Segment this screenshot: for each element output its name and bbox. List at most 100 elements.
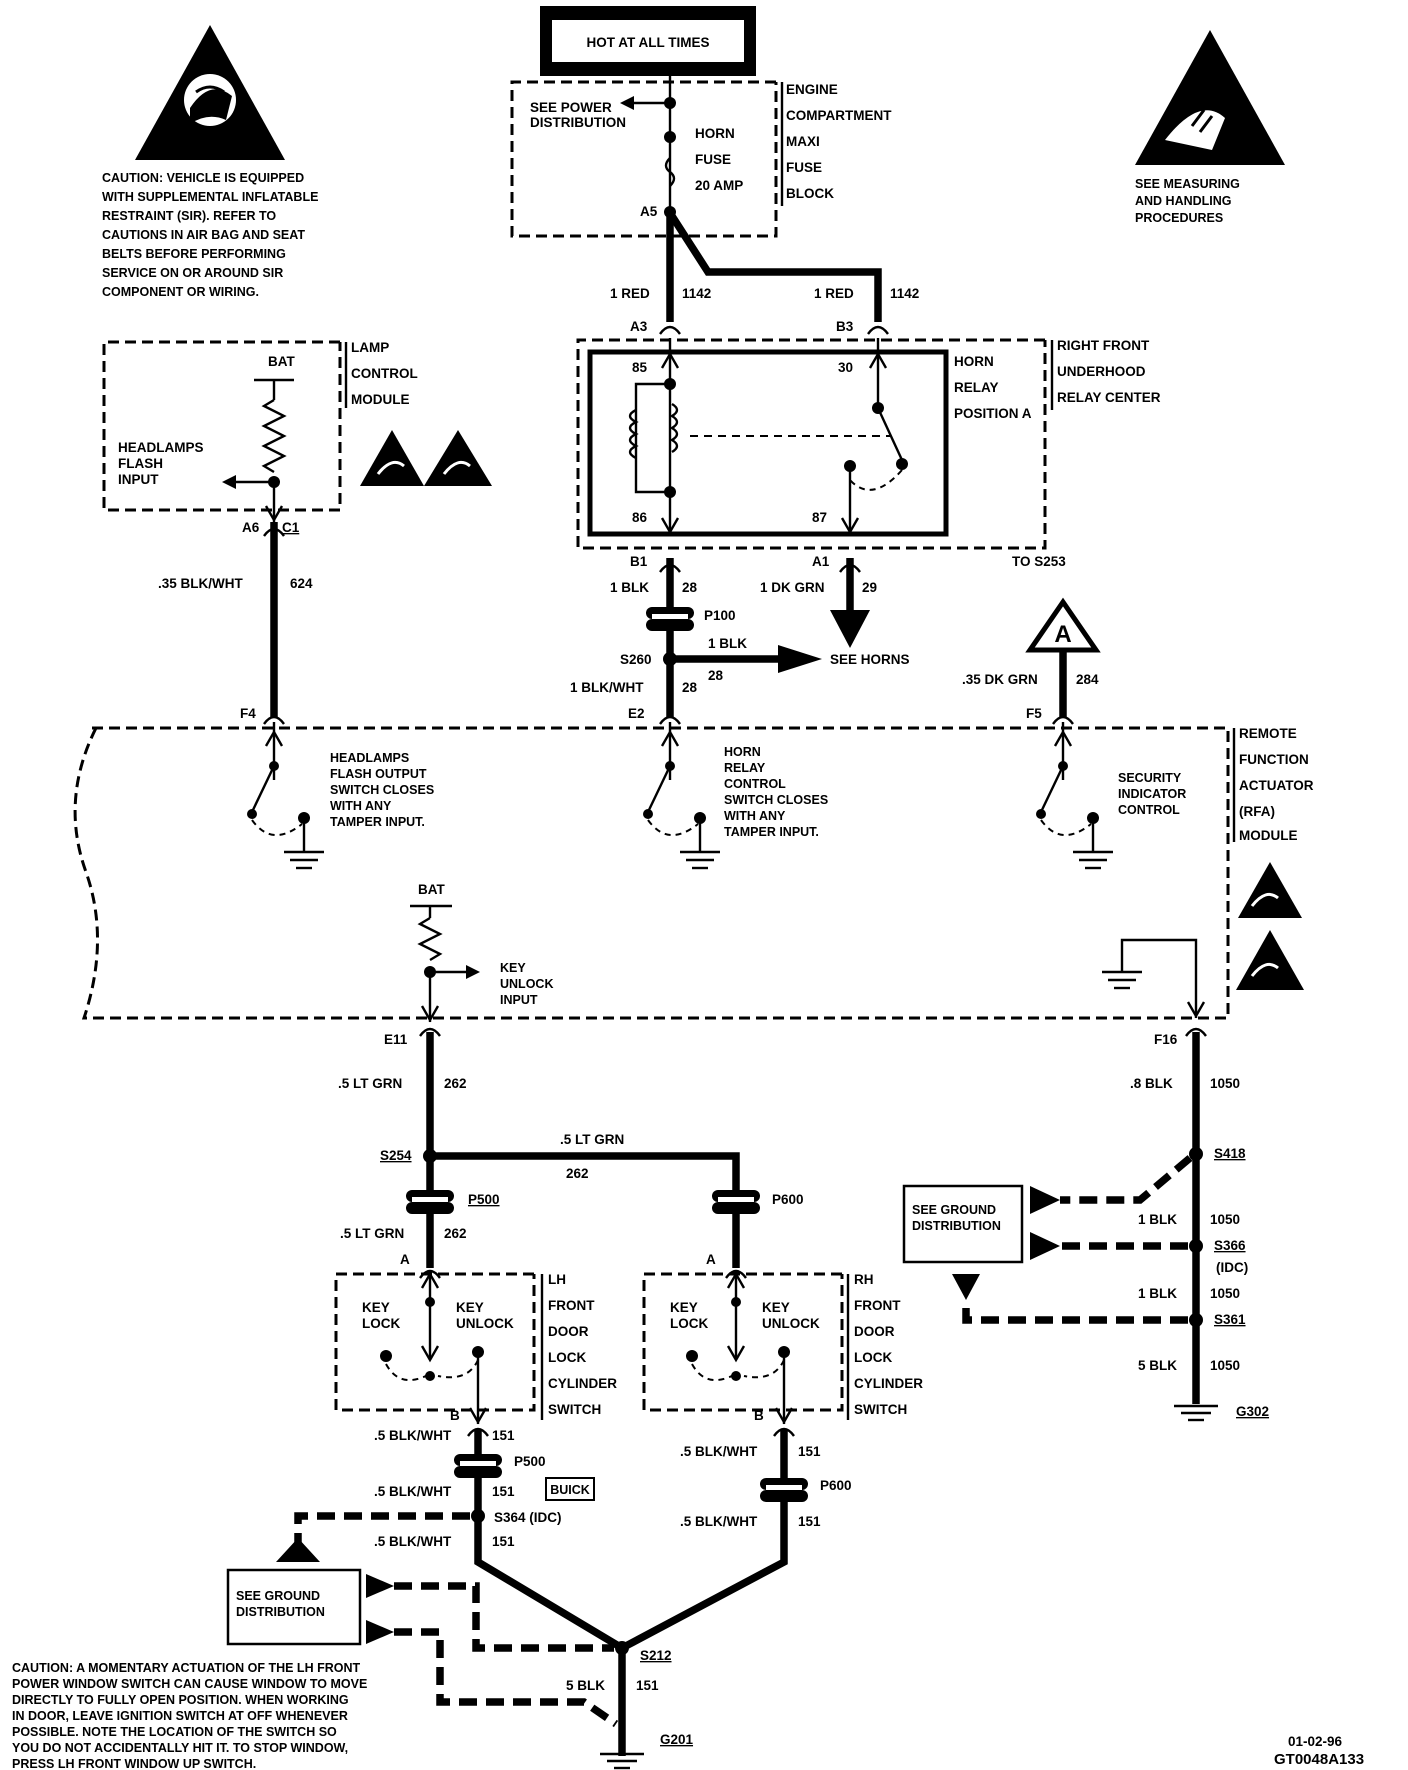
idc-label: (IDC) — [1216, 1260, 1248, 1275]
svg-text:RH: RH — [854, 1272, 874, 1287]
wire-262a-circuit: 262 — [444, 1076, 467, 1091]
esd-small-icon-2 — [424, 430, 492, 486]
wire-1050c-circuit: 1050 — [1210, 1286, 1240, 1301]
wire-624-circuit: 624 — [290, 576, 313, 591]
headlamp-flash-switch-label: HEADLAMPS FLASH OUTPUT SWITCH CLOSES WIT… — [330, 751, 438, 829]
see-ground-distribution-box-1 — [902, 1184, 1024, 1264]
wire-151f-circuit: 151 — [636, 1678, 659, 1693]
svg-text:DOOR: DOOR — [854, 1324, 895, 1339]
p500b-label: P500 — [514, 1454, 546, 1469]
ground-g201-symbol — [600, 1752, 644, 1770]
svg-text:MODULE: MODULE — [351, 392, 410, 407]
svg-text:MODULE: MODULE — [1239, 828, 1298, 843]
horn-relay-label: HORN RELAY POSITION A — [954, 354, 1032, 421]
see-horns-wire-color: 1 BLK — [708, 636, 747, 651]
headlamp-flash-switch — [247, 722, 324, 870]
see-horns-label: SEE HORNS — [830, 652, 910, 667]
p600a-label: P600 — [772, 1192, 804, 1207]
security-indicator-label: SECURITY INDICATOR CONTROL — [1118, 771, 1190, 817]
rh-door-lock-switch — [642, 1271, 844, 1425]
svg-text:LOCK: LOCK — [854, 1350, 892, 1365]
wire-1142-b3-circuit: 1142 — [890, 286, 919, 301]
ground-dist-arrow-4 — [1030, 1232, 1060, 1260]
p100-label: P100 — [704, 608, 736, 623]
pin-a6-label: A6 — [242, 520, 260, 535]
lamp-control-module-name: LAMP CONTROL MODULE — [344, 340, 418, 408]
pin-a5-label: A5 — [640, 204, 658, 219]
connector-p500-upper — [406, 1190, 454, 1214]
headlamps-flash-input-label: HEADLAMPS FLASH INPUT — [118, 440, 207, 487]
svg-text:LAMP: LAMP — [351, 340, 389, 355]
wire-262c-color: .5 LT GRN — [340, 1226, 404, 1241]
rh-connector-b — [773, 1427, 795, 1437]
svg-text:LH: LH — [548, 1272, 566, 1287]
wire-28-circuit: 28 — [682, 580, 698, 595]
pin-b1-label: B1 — [630, 554, 648, 569]
pin-a1-label: A1 — [812, 554, 830, 569]
wire-624-color: .35 BLK/WHT — [158, 576, 244, 591]
wire-1142-b3-color: 1 RED — [814, 286, 854, 301]
pin-b3-label: B3 — [836, 319, 854, 334]
splice-s418 — [1189, 1147, 1203, 1161]
terminal-85: 85 — [632, 360, 648, 375]
s418-label: S418 — [1214, 1146, 1246, 1161]
connector-p600-lower — [760, 1478, 808, 1502]
ground-dist-arrow-1 — [366, 1574, 394, 1598]
wire-151-rh-to-s212 — [620, 1546, 788, 1652]
wire-1142-a3-circuit: 1142 — [682, 286, 711, 301]
ground-ref-triangle-1 — [276, 1538, 320, 1562]
esd-caution-text: SEE MEASURING AND HANDLING PROCEDURES — [1135, 177, 1243, 225]
lh-pin-b-label: B — [450, 1408, 460, 1423]
window-caution-text: CAUTION: A MOMENTARY ACTUATION OF THE LH… — [12, 1661, 371, 1770]
relay-center — [576, 338, 1047, 550]
lh-pin-a-label: A — [400, 1252, 410, 1267]
wire-151b-circuit: 151 — [492, 1484, 515, 1499]
terminal-86: 86 — [632, 510, 648, 525]
esd-small-icon-1 — [360, 430, 424, 486]
esd-small-icon-3 — [1238, 862, 1302, 918]
lamp-control-module — [102, 340, 342, 523]
sir-warning-icon — [135, 25, 285, 160]
s366-label: S366 — [1214, 1238, 1246, 1253]
connector-p500-lower — [454, 1454, 502, 1478]
wire-1050b-color: 1 BLK — [1138, 1212, 1177, 1227]
svg-text:SWITCH: SWITCH — [548, 1402, 601, 1417]
rh-pin-b-label: B — [754, 1408, 764, 1423]
wire-151-lh-to-s212 — [474, 1546, 624, 1652]
buick-label: BUICK — [550, 1483, 590, 1497]
wire-151e-color: .5 BLK/WHT — [680, 1514, 758, 1529]
rh-pin-a-label: A — [706, 1252, 716, 1267]
svg-text:FRONT: FRONT — [548, 1298, 595, 1313]
see-horns-arrow — [778, 645, 822, 673]
svg-text:FUSE: FUSE — [786, 160, 822, 175]
connector-e2 — [659, 715, 681, 725]
wire-151e-circuit: 151 — [798, 1514, 821, 1529]
relay-center-name: RIGHT FRONT UNDERHOOD RELAY CENTER — [1050, 338, 1161, 410]
key-unlock-input-circuit — [410, 904, 480, 1023]
key-unlock-input-label: KEY UNLOCK INPUT — [500, 961, 557, 1007]
ground-dist-arrow-2 — [366, 1620, 394, 1644]
wire-151d-color: .5 BLK/WHT — [680, 1444, 758, 1459]
wire-1050b-circuit: 1050 — [1210, 1212, 1240, 1227]
wire-151b-color: .5 BLK/WHT — [374, 1484, 452, 1499]
see-power-distribution-label: SEE POWER DISTRIBUTION — [530, 100, 626, 130]
horn-relay-control-switch — [643, 722, 720, 870]
connector-f4 — [263, 715, 285, 725]
svg-text:CONTROL: CONTROL — [351, 366, 418, 381]
s418-ground-dashed — [1060, 1155, 1193, 1204]
svg-text:FRONT: FRONT — [854, 1298, 901, 1313]
rh-switch-name: RH FRONT DOOR LOCK CYLINDER SWITCH — [846, 1272, 923, 1420]
rfa-internal-ground — [1102, 938, 1206, 1019]
to-s253-label: TO S253 — [1012, 554, 1066, 569]
svg-text:SWITCH: SWITCH — [854, 1402, 907, 1417]
connector-f5 — [1052, 715, 1074, 725]
rh-key-lock-label: KEY LOCK — [670, 1300, 708, 1331]
pin-f16-label: F16 — [1154, 1032, 1178, 1047]
wire-262b-circuit: 262 — [566, 1166, 589, 1181]
wire-1050a-color: .8 BLK — [1130, 1076, 1173, 1091]
ground-dist-arrow-3 — [1030, 1186, 1060, 1214]
pin-f4-label: F4 — [240, 706, 256, 721]
splice-s361 — [1189, 1313, 1203, 1327]
wire-1142-a3-color: 1 RED — [610, 286, 650, 301]
wire-1050a-circuit: 1050 — [1210, 1076, 1240, 1091]
